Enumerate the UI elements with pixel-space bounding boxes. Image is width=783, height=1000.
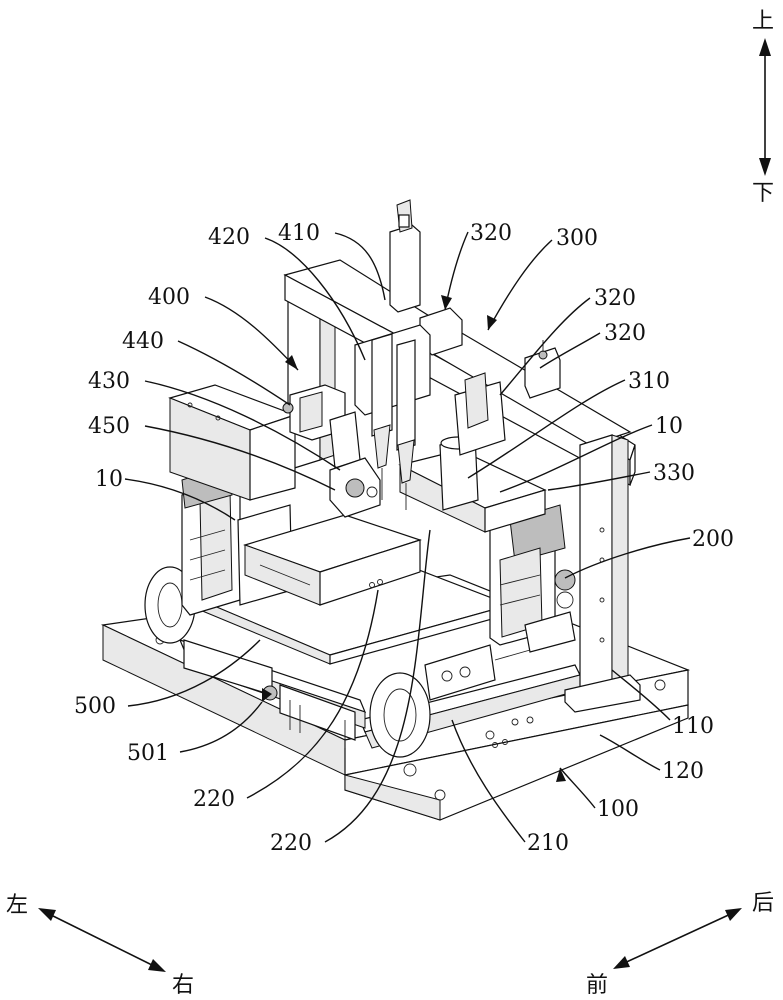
label-220-left: 220 — [193, 787, 235, 812]
label-430: 430 — [88, 369, 130, 394]
label-310: 310 — [628, 369, 670, 394]
label-320-mid: 320 — [594, 286, 636, 311]
label-450: 450 — [88, 414, 130, 439]
label-10-back: 10 — [655, 414, 683, 439]
label-500: 500 — [74, 694, 116, 719]
direction-right-label: 右 — [172, 973, 194, 998]
up-down-indicator — [759, 38, 771, 176]
leader-lines — [124, 231, 691, 843]
label-501: 501 — [127, 741, 169, 766]
direction-up-label: 上 — [752, 9, 774, 34]
label-110: 110 — [672, 714, 714, 739]
direction-back-label: 后 — [752, 891, 774, 916]
label-410: 410 — [278, 221, 320, 246]
label-330: 330 — [653, 461, 695, 486]
direction-front-label: 前 — [586, 973, 608, 998]
label-420: 420 — [208, 225, 250, 250]
mid-platform — [198, 554, 512, 665]
work-tray-back — [398, 372, 547, 533]
label-300: 300 — [556, 226, 598, 251]
direction-left-label: 左 — [6, 893, 28, 918]
front-rail-assembly — [359, 639, 581, 758]
screw-head-assembly — [282, 199, 431, 518]
label-220-center: 220 — [270, 831, 312, 856]
left-right-indicator — [38, 908, 166, 972]
label-120: 120 — [662, 759, 704, 784]
label-400: 400 — [148, 285, 190, 310]
label-210: 210 — [527, 831, 569, 856]
label-10-front: 10 — [95, 467, 123, 492]
front-back-indicator — [613, 908, 742, 969]
label-100: 100 — [597, 797, 639, 822]
right-lift-module — [489, 504, 576, 653]
label-320-top: 320 — [470, 221, 512, 246]
label-200: 200 — [692, 527, 734, 552]
label-320-low: 320 — [604, 321, 646, 346]
direction-down-label: 下 — [752, 181, 774, 206]
work-tray-front — [243, 514, 422, 606]
label-440: 440 — [122, 329, 164, 354]
